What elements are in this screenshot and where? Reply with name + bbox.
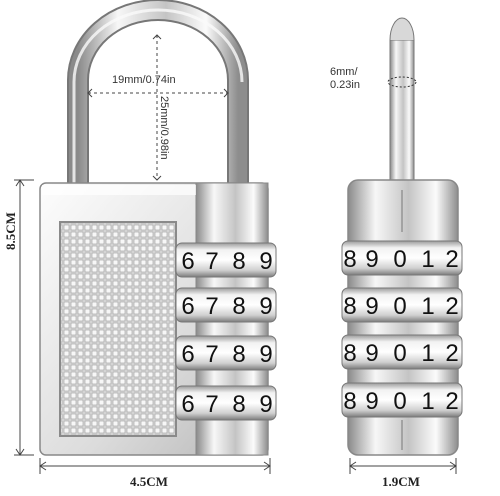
wheel-digit: 1 — [421, 388, 434, 415]
body-width-label: 4.5CM — [130, 474, 168, 489]
wheel-digit: 8 — [343, 293, 356, 320]
wheel-digit: 0 — [393, 246, 406, 273]
wheel-digit: 6 — [181, 293, 194, 320]
wheel-digit: 2 — [445, 293, 458, 320]
wheel-digit: 6 — [181, 341, 194, 368]
wheel-digit: 8 — [232, 248, 245, 275]
side-shackle — [387, 17, 417, 191]
body-height-label: 8.5CM — [3, 212, 18, 250]
wheel-digit: 8 — [343, 246, 356, 273]
wheel-digit: 1 — [421, 293, 434, 320]
wheel-digit: 7 — [205, 248, 218, 275]
wheel-digit: 8 — [232, 391, 245, 418]
wheel-digit: 2 — [445, 340, 458, 367]
wheel-digit: 9 — [259, 341, 272, 368]
shackle-diameter-label: 6mm/ 0.23in — [330, 66, 360, 91]
wheel-digit: 0 — [393, 293, 406, 320]
wheel-digit: 1 — [421, 340, 434, 367]
wheel-digit: 9 — [259, 293, 272, 320]
wheel-digit: 0 — [393, 340, 406, 367]
wheel-digit: 9 — [259, 248, 272, 275]
grip-texture — [59, 221, 177, 437]
wheel-digit: 0 — [393, 388, 406, 415]
wheel-digit: 9 — [365, 293, 378, 320]
wheel-digit: 2 — [445, 388, 458, 415]
wheel-digit: 8 — [343, 340, 356, 367]
wheel-digit: 6 — [181, 391, 194, 418]
wheel-digit: 8 — [232, 341, 245, 368]
wheel-digit: 9 — [365, 246, 378, 273]
wheel-digit: 6 — [181, 248, 194, 275]
front-shackle — [67, 0, 249, 185]
shackle-width-label: 19mm/0.74in — [112, 74, 176, 86]
wheel-digit: 1 — [421, 246, 434, 273]
shackle-clearance-label: 25mm/0.98in — [158, 96, 170, 160]
wheel-digit: 9 — [365, 340, 378, 367]
wheel-digit: 7 — [205, 293, 218, 320]
wheel-digit: 7 — [205, 391, 218, 418]
wheel-digit: 9 — [259, 391, 272, 418]
wheel-digit: 8 — [232, 293, 245, 320]
wheel-digit: 9 — [365, 388, 378, 415]
wheel-digit: 7 — [205, 341, 218, 368]
body-depth-label: 1.9CM — [382, 474, 420, 489]
dimension-lines — [14, 34, 457, 474]
wheel-digit: 8 — [343, 388, 356, 415]
wheel-digit: 2 — [445, 246, 458, 273]
